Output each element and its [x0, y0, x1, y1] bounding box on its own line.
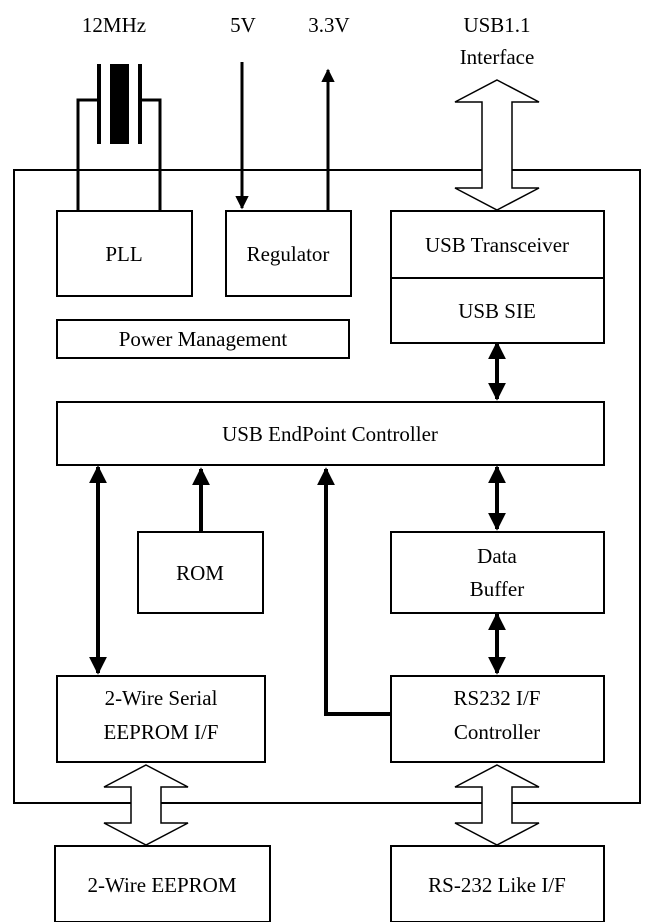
rs232-endpoint-arrow	[317, 467, 391, 716]
usb-sie-label: USB SIE	[458, 299, 536, 323]
rs232-bus-arrow	[454, 764, 540, 846]
serial-eeprom-label-line2: EEPROM I/F	[104, 720, 219, 744]
endpoint-controller-block	[56, 401, 605, 466]
external-eeprom-label: 2-Wire EEPROM	[87, 873, 236, 897]
regulator-label: Regulator	[247, 242, 330, 266]
serial-eeprom-block	[56, 675, 266, 763]
pll-label: PLL	[105, 242, 142, 266]
data-buffer-label-line1: Data	[477, 544, 517, 568]
rs232-controller-label-line1: RS232 I/F	[454, 686, 541, 710]
regulator-block	[225, 210, 352, 297]
power-in-label: 5V	[230, 13, 256, 37]
crystal-label: 12MHz	[82, 13, 146, 37]
crystal-icon	[76, 64, 162, 211]
external-rs232-block	[390, 845, 605, 922]
external-eeprom-block	[54, 845, 271, 922]
power-out-label: 3.3V	[308, 13, 349, 37]
usb-transceiver-label: USB Transceiver	[425, 233, 569, 257]
usb-interface-label-line1: USB1.1	[463, 13, 530, 37]
pll-block	[56, 210, 193, 297]
power-management-label: Power Management	[119, 327, 288, 351]
data-buffer-label-line2: Buffer	[470, 577, 524, 601]
rs232-controller-block	[390, 675, 605, 763]
eeprom-bus-arrow	[103, 764, 189, 846]
endpoint-controller-label: USB EndPoint Controller	[222, 422, 438, 446]
data-buffer-block	[390, 531, 605, 614]
rom-label: ROM	[176, 561, 224, 585]
serial-eeprom-label-line1: 2-Wire Serial	[105, 686, 218, 710]
rom-block	[137, 531, 264, 614]
external-rs232-label: RS-232 Like I/F	[428, 873, 566, 897]
usb-interface-label-line2: Interface	[460, 45, 535, 69]
power-management-block	[56, 319, 350, 359]
usb-interface-arrow	[454, 79, 540, 211]
rs232-controller-label-line2: Controller	[454, 720, 540, 744]
